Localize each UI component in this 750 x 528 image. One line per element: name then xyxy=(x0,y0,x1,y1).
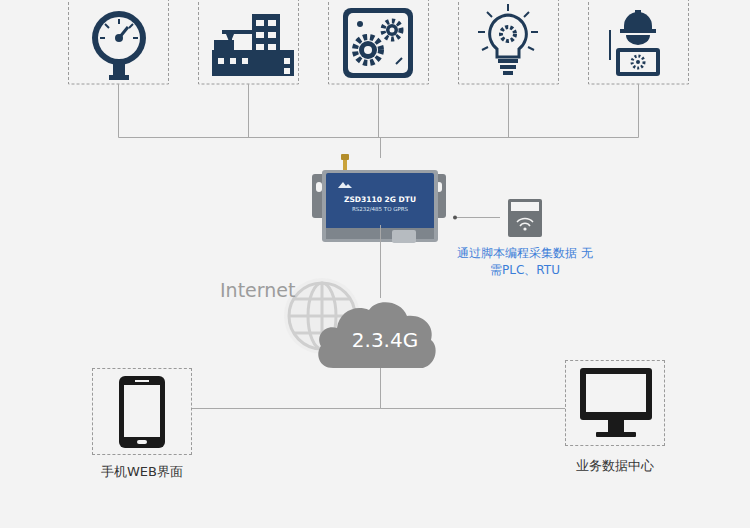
meter-icon xyxy=(508,199,542,237)
node-text: RS232/485 TO GPRS xyxy=(323,205,437,213)
node-text: 2.3.4G xyxy=(315,298,445,352)
network-link xyxy=(381,368,566,409)
leader-dot xyxy=(453,216,457,220)
dtu-housing xyxy=(312,154,446,243)
dashed-frame xyxy=(565,360,665,446)
bulb-icon xyxy=(478,4,538,75)
dashed-frame xyxy=(92,368,192,455)
network-label: Internet xyxy=(220,279,295,301)
worker-icon xyxy=(610,10,660,76)
phone-icon xyxy=(119,376,165,448)
network-cloud: 2.3.4G xyxy=(315,298,445,368)
phone-web-node: 手机WEB界面 xyxy=(92,368,192,480)
monitor-icon xyxy=(580,368,652,437)
collector-wires xyxy=(119,84,639,218)
callout-note: 通过脚本编程采集数据 无需PLC、RTU xyxy=(455,245,595,279)
dtu-device: ZSD3110 2G DTURS232/485 TO GPRS xyxy=(323,195,437,225)
node-text: 业务数据中心 xyxy=(545,457,685,475)
node-text: 手机WEB界面 xyxy=(72,463,212,481)
gauge-icon xyxy=(92,11,146,80)
icon-frames xyxy=(69,0,689,84)
gears-icon xyxy=(343,8,413,78)
factory-icon xyxy=(212,14,294,76)
network-link xyxy=(380,225,381,298)
node-text: ZSD3110 2G DTU xyxy=(323,195,437,205)
data-center-node: 业务数据中心 xyxy=(565,360,665,476)
network-link xyxy=(192,368,381,409)
